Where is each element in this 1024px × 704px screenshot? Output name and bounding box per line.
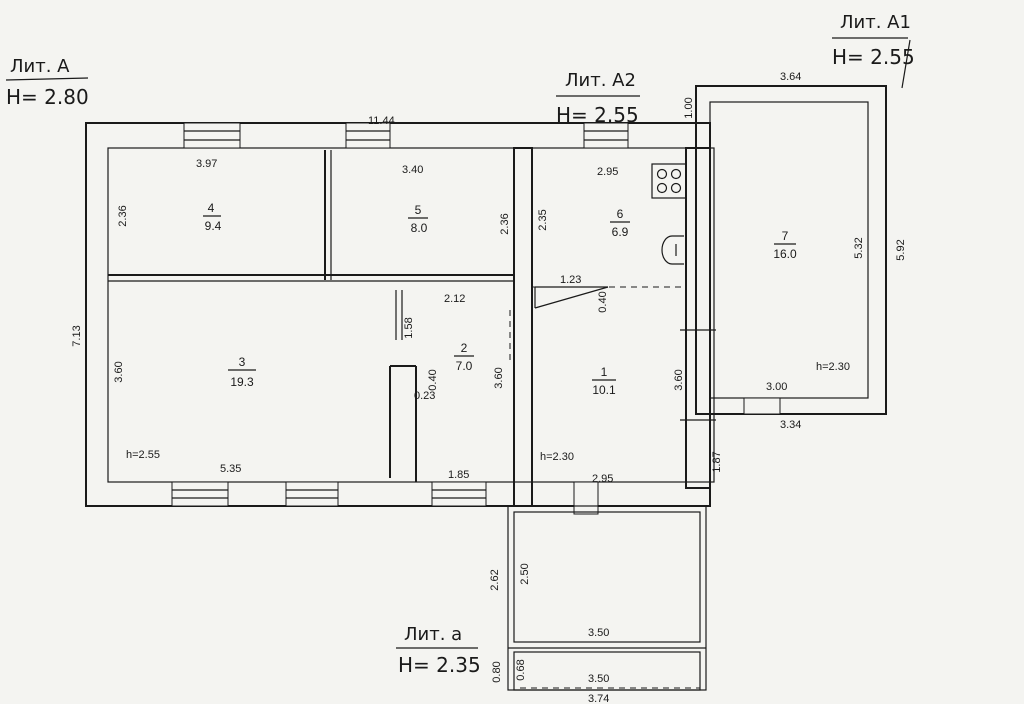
lit-a-small-title: Лит. а [404,624,462,645]
room-number: 6 [617,207,624,221]
dim-a2-side: 1.87 [711,451,723,472]
room-area: 16.0 [773,247,797,261]
dim-porch-inner-h: 2.50 [519,563,531,584]
dim-r7-bottom-outer: 3.34 [780,419,801,431]
dim-r5-height: 2.36 [499,213,511,234]
porch-walls [507,505,707,691]
room-area: 10.1 [592,383,616,397]
dim-r7-bottom-inner: 3.00 [766,381,787,393]
dim-r5-width: 3.40 [402,164,423,176]
dim-r1-height: 3.60 [673,369,685,390]
dim-r1-bottom: 2.95 [592,473,613,485]
room-4-label: 4 9.4 [203,201,222,233]
room-2-label: 2 7.0 [454,341,474,373]
dim-r2-bottom: 1.85 [448,469,469,481]
lit-a1-title: Лит. А1 [840,12,911,33]
room-7-label: 7 16.0 [773,229,797,261]
room-area: 7.0 [456,359,473,373]
room-number: 3 [239,355,246,369]
dim-step-outer-w: 3.74 [588,693,609,704]
lit-a-title: Лит. А [10,56,70,77]
room-number: 4 [208,201,215,215]
room-1-label: 1 10.1 [592,365,616,397]
dim-r2-height: 3.60 [493,367,505,388]
sink-icon [661,235,684,265]
dim-r4-height: 2.36 [117,205,129,226]
dim-step-outer-h: 0.80 [491,661,503,682]
dim-r1-top: 1.23 [560,274,581,286]
dim-r2-left: 0.40 [427,369,439,390]
room-area: 19.3 [230,375,254,389]
lit-a1-height: H= 2.55 [832,45,915,69]
dim-step-inner-h: 0.68 [515,659,527,680]
dim-r2-step: 0.23 [414,390,435,402]
dim-r4-width: 3.97 [196,158,217,170]
ceiling-heights: h=2.55 h=2.30 h=2.30 [126,361,850,463]
dim-r7-offset: 1.00 [683,97,695,118]
room-3-label: 3 19.3 [228,355,256,389]
dim-r1-step: 0.40 [597,291,609,312]
room-number: 7 [782,229,789,243]
windows [171,122,629,515]
dim-r7-outer-height: 5.92 [895,239,907,260]
dim-step-width: 3.50 [588,673,609,685]
room-5-label: 5 8.0 [408,203,428,235]
lit-a-small-height: H= 2.35 [398,653,481,677]
lit-a2-title: Лит. А2 [565,70,636,91]
height-room-1: h=2.30 [540,451,574,463]
dim-porch-width: 3.50 [588,627,609,639]
stove-icon [651,163,687,199]
room-number: 2 [461,341,468,355]
height-room-3: h=2.55 [126,449,160,461]
lit-a-height: H= 2.80 [6,85,89,109]
dim-r7-inner-height: 5.32 [853,237,865,258]
dim-r6-width: 2.95 [597,166,618,178]
dim-r3-bottom: 5.35 [220,463,241,475]
room-labels: 4 9.4 5 8.0 6 6.9 7 16.0 3 19.3 2 7.0 [203,201,797,397]
dim-porch-outer-h: 2.62 [489,569,501,590]
dimensions-vertical: 7.13 2.36 2.36 2.35 1.00 5.32 5.92 0.40 … [71,97,907,682]
room-number: 1 [601,365,608,379]
room-area: 8.0 [411,221,428,235]
dim-r2-side: 1.58 [403,317,415,338]
height-room-7: h=2.30 [816,361,850,373]
room-6-label: 6 6.9 [610,207,630,239]
dim-r6-height: 2.35 [537,209,549,230]
dim-r7-top: 3.64 [780,71,801,83]
lit-a1-walls [695,85,887,415]
room-area: 9.4 [205,219,222,233]
main-house-walls [85,122,715,507]
room-area: 6.9 [612,225,629,239]
dim-overall-height: 7.13 [71,325,83,346]
dimensions-horizontal: 11.44 3.97 3.40 2.95 3.64 3.00 3.34 1.23… [196,71,801,704]
dim-r3-height: 3.60 [113,361,125,382]
dim-overall-width: 11.44 [368,115,395,127]
room-number: 5 [415,203,422,217]
dim-r2-top: 2.12 [444,293,465,305]
